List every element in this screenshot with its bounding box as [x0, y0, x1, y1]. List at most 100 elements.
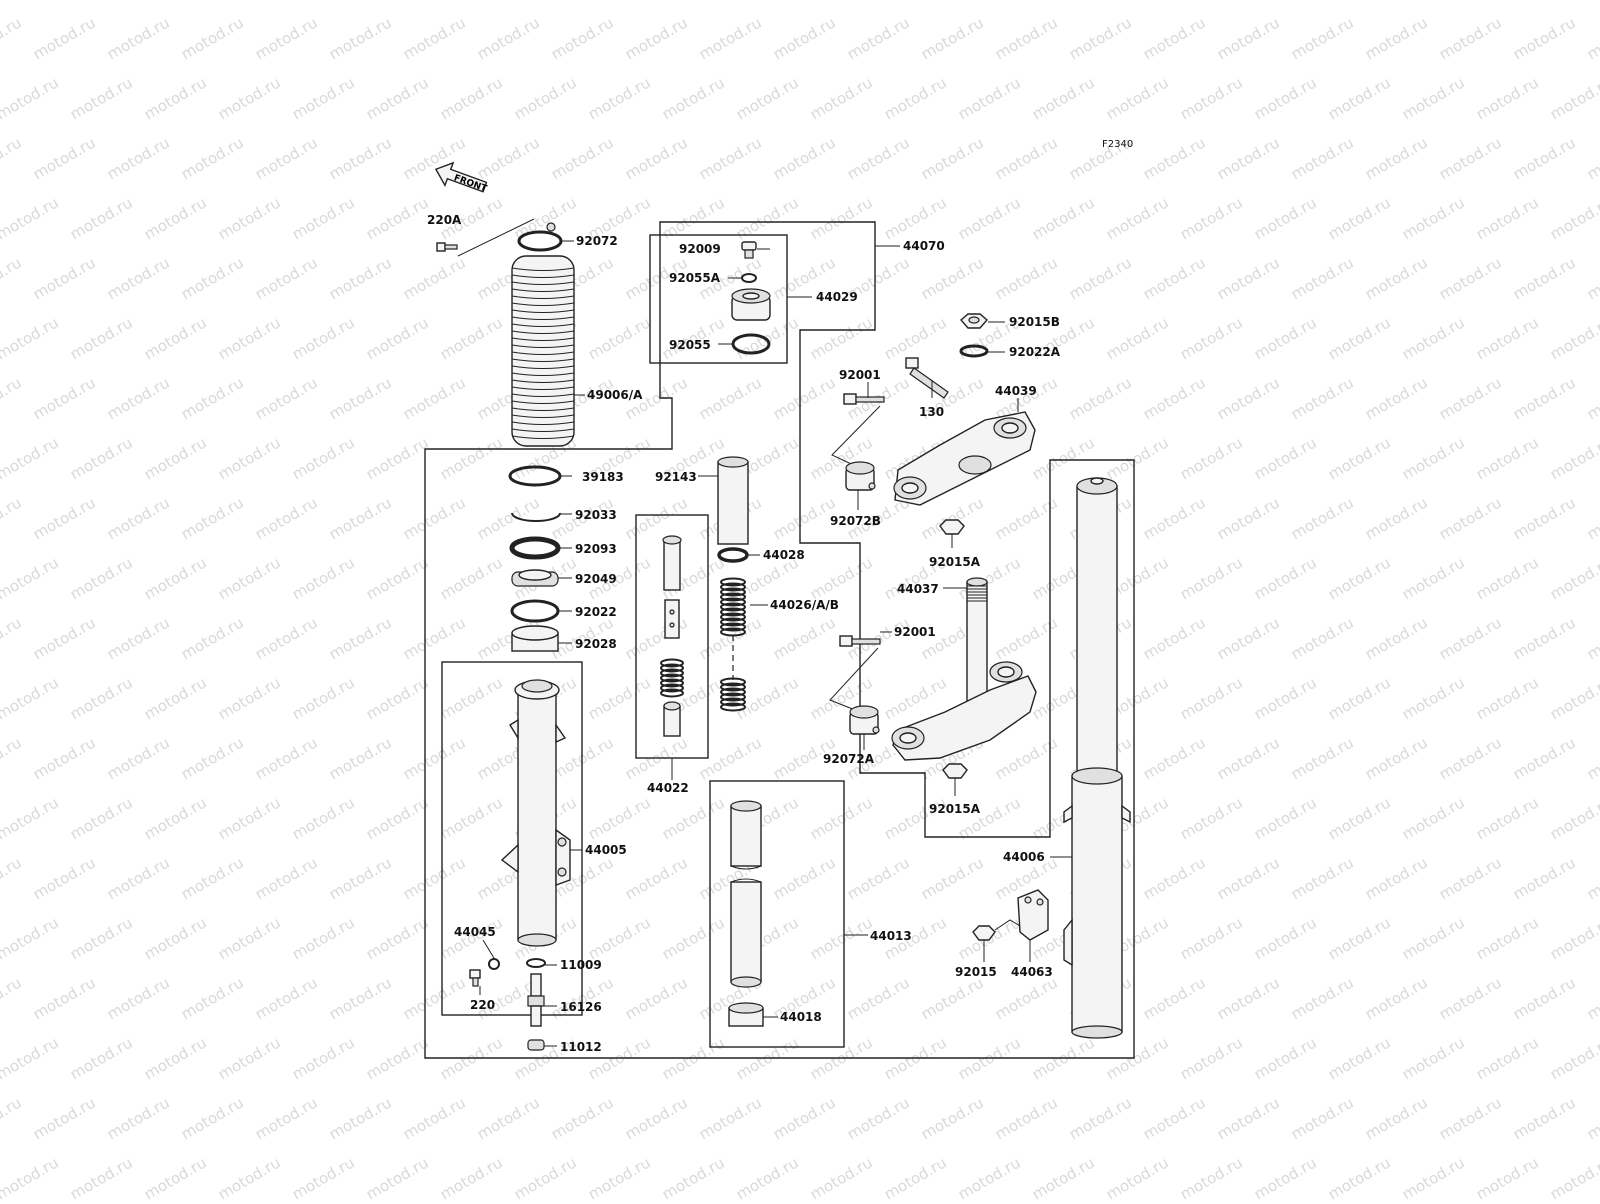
svg-text:motod.ru: motod.ru [1362, 733, 1431, 783]
svg-text:motod.ru: motod.ru [881, 193, 950, 243]
svg-text:motod.ru: motod.ru [1473, 913, 1542, 963]
cap-11012-icon [527, 1039, 545, 1051]
svg-text:motod.ru: motod.ru [437, 73, 506, 123]
svg-text:motod.ru: motod.ru [0, 973, 25, 1023]
svg-text:motod.ru: motod.ru [67, 673, 136, 723]
svg-text:motod.ru: motod.ru [363, 553, 432, 603]
svg-text:motod.ru: motod.ru [1325, 913, 1394, 963]
label-44045: 44045 [454, 925, 496, 939]
svg-text:motod.ru: motod.ru [659, 793, 728, 843]
svg-text:motod.ru: motod.ru [400, 1093, 469, 1143]
svg-text:motod.ru: motod.ru [141, 433, 210, 483]
svg-text:motod.ru: motod.ru [1214, 1093, 1283, 1143]
svg-text:motod.ru: motod.ru [215, 1033, 284, 1083]
svg-text:motod.ru: motod.ru [622, 1093, 691, 1143]
svg-text:motod.ru: motod.ru [1510, 133, 1579, 183]
svg-text:motod.ru: motod.ru [622, 613, 691, 663]
svg-text:motod.ru: motod.ru [252, 733, 321, 783]
svg-text:motod.ru: motod.ru [67, 193, 136, 243]
svg-text:motod.ru: motod.ru [1214, 253, 1283, 303]
svg-text:motod.ru: motod.ru [1288, 853, 1357, 903]
svg-text:motod.ru: motod.ru [30, 973, 99, 1023]
axle-clamp-44063-icon [1017, 889, 1049, 941]
svg-text:motod.ru: motod.ru [770, 373, 839, 423]
svg-text:motod.ru: motod.ru [1547, 193, 1600, 243]
svg-text:motod.ru: motod.ru [807, 0, 876, 3]
frame-outer [424, 221, 1135, 1059]
svg-text:motod.ru: motod.ru [400, 373, 469, 423]
svg-text:motod.ru: motod.ru [1473, 193, 1542, 243]
label-92055A: 92055A [669, 271, 721, 285]
svg-text:motod.ru: motod.ru [548, 13, 617, 63]
svg-text:motod.ru: motod.ru [733, 193, 802, 243]
svg-text:motod.ru: motod.ru [1547, 313, 1600, 363]
svg-text:motod.ru: motod.ru [1288, 613, 1357, 663]
svg-text:motod.ru: motod.ru [178, 133, 247, 183]
svg-text:motod.ru: motod.ru [511, 1153, 580, 1200]
stem-44037-icon [966, 577, 988, 703]
svg-text:motod.ru: motod.ru [1140, 973, 1209, 1023]
svg-text:motod.ru: motod.ru [992, 973, 1061, 1023]
svg-text:motod.ru: motod.ru [1251, 73, 1320, 123]
svg-text:motod.ru: motod.ru [0, 1033, 62, 1083]
svg-text:motod.ru: motod.ru [1399, 913, 1468, 963]
svg-text:motod.ru: motod.ru [104, 733, 173, 783]
svg-text:motod.ru: motod.ru [437, 553, 506, 603]
svg-text:motod.ru: motod.ru [1140, 613, 1209, 663]
svg-text:motod.ru: motod.ru [1547, 913, 1600, 963]
svg-text:motod.ru: motod.ru [252, 973, 321, 1023]
svg-text:motod.ru: motod.ru [1510, 373, 1579, 423]
svg-text:motod.ru: motod.ru [178, 853, 247, 903]
svg-text:motod.ru: motod.ru [622, 13, 691, 63]
svg-text:motod.ru: motod.ru [1214, 613, 1283, 663]
svg-text:motod.ru: motod.ru [881, 73, 950, 123]
nut-92015-icon [972, 925, 996, 941]
seal-92093-icon [509, 536, 561, 560]
svg-text:motod.ru: motod.ru [770, 1093, 839, 1143]
svg-text:motod.ru: motod.ru [474, 493, 543, 543]
svg-text:motod.ru: motod.ru [1510, 613, 1579, 663]
svg-text:motod.ru: motod.ru [0, 133, 25, 183]
svg-text:motod.ru: motod.ru [881, 313, 950, 363]
svg-text:motod.ru: motod.ru [1177, 73, 1246, 123]
svg-text:motod.ru: motod.ru [1029, 433, 1098, 483]
svg-text:motod.ru: motod.ru [807, 793, 876, 843]
svg-text:motod.ru: motod.ru [1436, 1093, 1505, 1143]
svg-text:motod.ru: motod.ru [1584, 613, 1600, 663]
svg-text:motod.ru: motod.ru [0, 433, 62, 483]
svg-text:motod.ru: motod.ru [104, 373, 173, 423]
svg-text:motod.ru: motod.ru [955, 1153, 1024, 1200]
oring-92055-icon [731, 333, 771, 355]
svg-text:motod.ru: motod.ru [585, 913, 654, 963]
svg-text:motod.ru: motod.ru [1436, 613, 1505, 663]
svg-text:motod.ru: motod.ru [1214, 973, 1283, 1023]
svg-text:motod.ru: motod.ru [770, 853, 839, 903]
svg-text:motod.ru: motod.ru [1140, 373, 1209, 423]
svg-text:motod.ru: motod.ru [104, 1093, 173, 1143]
svg-text:motod.ru: motod.ru [363, 73, 432, 123]
svg-text:motod.ru: motod.ru [1288, 13, 1357, 63]
label-44013: 44013 [870, 929, 912, 943]
svg-text:motod.ru: motod.ru [1362, 493, 1431, 543]
washer-44045-icon [488, 958, 500, 970]
svg-text:motod.ru: motod.ru [178, 613, 247, 663]
svg-text:motod.ru: motod.ru [659, 913, 728, 963]
svg-text:motod.ru: motod.ru [1214, 13, 1283, 63]
svg-text:motod.ru: motod.ru [992, 13, 1061, 63]
svg-text:motod.ru: motod.ru [1214, 133, 1283, 183]
svg-text:motod.ru: motod.ru [770, 493, 839, 543]
svg-text:motod.ru: motod.ru [585, 793, 654, 843]
svg-text:motod.ru: motod.ru [1140, 253, 1209, 303]
svg-text:motod.ru: motod.ru [1325, 0, 1394, 3]
frame-44013 [709, 780, 845, 1048]
svg-text:motod.ru: motod.ru [400, 973, 469, 1023]
svg-text:motod.ru: motod.ru [1399, 313, 1468, 363]
svg-text:motod.ru: motod.ru [1066, 13, 1135, 63]
svg-text:motod.ru: motod.ru [1140, 13, 1209, 63]
svg-text:motod.ru: motod.ru [1547, 673, 1600, 723]
svg-text:motod.ru: motod.ru [215, 193, 284, 243]
svg-text:motod.ru: motod.ru [30, 373, 99, 423]
svg-text:motod.ru: motod.ru [437, 793, 506, 843]
svg-text:motod.ru: motod.ru [622, 853, 691, 903]
